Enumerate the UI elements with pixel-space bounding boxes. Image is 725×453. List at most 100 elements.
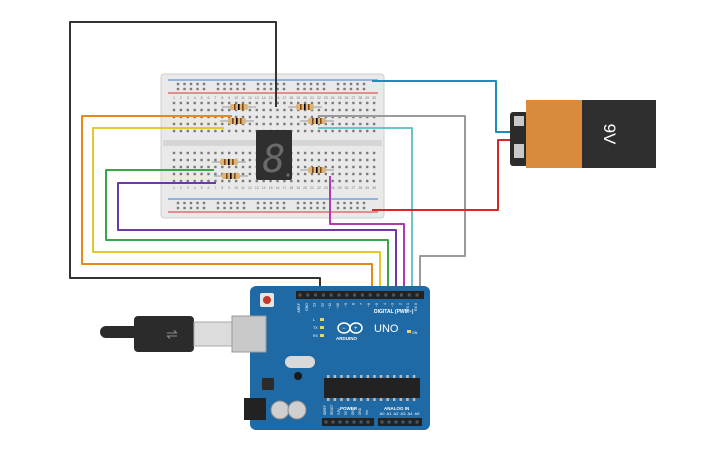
breadboard-hole[interactable] [234,115,238,119]
breadboard-hole[interactable] [345,172,348,176]
rail-hole[interactable] [316,206,319,210]
rail-hole[interactable] [296,206,300,210]
breadboard-hole[interactable] [200,122,203,126]
breadboard-hole[interactable] [172,172,176,176]
breadboard-hole[interactable] [255,101,258,105]
breadboard-hole[interactable] [324,122,327,126]
breadboard-hole[interactable] [310,158,314,162]
breadboard-hole[interactable] [338,101,341,105]
breadboard-hole[interactable] [303,179,307,183]
rail-hole[interactable] [362,206,366,210]
breadboard-hole[interactable] [262,108,265,112]
breadboard-hole[interactable] [366,179,369,183]
breadboard-hole[interactable] [221,101,224,105]
breadboard-hole[interactable] [248,172,252,176]
breadboard-hole[interactable] [290,122,293,126]
rail-hole[interactable] [176,201,180,205]
breadboard-hole[interactable] [186,122,189,126]
breadboard-hole[interactable] [248,158,252,162]
breadboard-hole[interactable] [248,151,252,155]
breadboard-hole[interactable] [241,158,245,162]
breadboard-hole[interactable] [317,172,321,176]
breadboard-hole[interactable] [331,129,334,133]
breadboard-hole[interactable] [241,172,245,176]
rail-hole[interactable] [189,87,193,91]
breadboard-hole[interactable] [359,172,362,176]
rail-hole[interactable] [349,87,353,91]
breadboard-hole[interactable] [269,101,272,105]
breadboard-hole[interactable] [317,179,321,183]
breadboard-hole[interactable] [207,122,210,126]
breadboard-hole[interactable] [276,101,279,105]
breadboard-hole[interactable] [186,151,189,155]
breadboard-hole[interactable] [172,158,176,162]
breadboard-hole[interactable] [186,158,189,162]
breadboard-hole[interactable] [359,122,362,126]
digital-pin[interactable] [360,293,364,297]
battery-9v[interactable]: 9V [510,100,656,168]
breadboard-hole[interactable] [317,108,321,112]
breadboard-hole[interactable] [172,165,176,169]
rail-hole[interactable] [189,206,193,210]
breadboard-hole[interactable] [214,158,217,162]
breadboard-hole[interactable] [303,122,307,126]
breadboard-hole[interactable] [214,172,217,176]
digital-pin[interactable] [407,293,411,297]
breadboard-hole[interactable] [310,108,314,112]
rail-hole[interactable] [309,82,313,86]
rail-hole[interactable] [183,82,186,86]
breadboard-hole[interactable] [303,115,307,119]
breadboard-hole[interactable] [269,179,272,183]
breadboard-hole[interactable] [297,179,300,183]
breadboard-hole[interactable] [221,108,224,112]
rail-hole[interactable] [336,201,340,205]
rail-hole[interactable] [362,87,366,91]
rail-hole[interactable] [296,87,300,91]
breadboard-hole[interactable] [345,151,348,155]
breadboard-hole[interactable] [276,179,279,183]
rail-hole[interactable] [276,87,279,91]
power-pin[interactable] [352,420,356,424]
breadboard-hole[interactable] [359,151,362,155]
breadboard-hole[interactable] [331,122,334,126]
rail-hole[interactable] [223,87,226,91]
rail-hole[interactable] [316,87,319,91]
breadboard-hole[interactable] [338,179,341,183]
rail-hole[interactable] [236,82,239,86]
breadboard-hole[interactable] [228,179,231,183]
breadboard-hole[interactable] [207,101,210,105]
breadboard-hole[interactable] [345,165,348,169]
digital-pin[interactable] [415,293,419,297]
breadboard-hole[interactable] [221,129,224,133]
breadboard-hole[interactable] [228,129,231,133]
rail-hole[interactable] [196,87,199,91]
rail-hole[interactable] [322,82,326,86]
breadboard-hole[interactable] [366,129,369,133]
breadboard-hole[interactable] [317,151,321,155]
breadboard-hole[interactable] [366,122,369,126]
breadboard-hole[interactable] [248,122,252,126]
rail-hole[interactable] [282,201,286,205]
rail-hole[interactable] [256,82,260,86]
rail-hole[interactable] [176,206,180,210]
digital-pin[interactable] [321,293,325,297]
rail-hole[interactable] [282,82,286,86]
rail-hole[interactable] [223,206,226,210]
rail-hole[interactable] [343,201,346,205]
breadboard-hole[interactable] [172,179,176,183]
breadboard-hole[interactable] [297,172,300,176]
rail-hole[interactable] [256,206,260,210]
rail-hole[interactable] [202,82,206,86]
breadboard-hole[interactable] [352,101,355,105]
breadboard-hole[interactable] [331,179,334,183]
rail-hole[interactable] [316,201,319,205]
breadboard-hole[interactable] [228,151,231,155]
breadboard-hole[interactable] [262,179,265,183]
analog-pin[interactable] [380,420,384,424]
breadboard-hole[interactable] [297,151,300,155]
breadboard-hole[interactable] [200,108,203,112]
rail-hole[interactable] [242,206,246,210]
breadboard-hole[interactable] [179,101,183,105]
rail-hole[interactable] [242,87,246,91]
breadboard-hole[interactable] [338,151,341,155]
